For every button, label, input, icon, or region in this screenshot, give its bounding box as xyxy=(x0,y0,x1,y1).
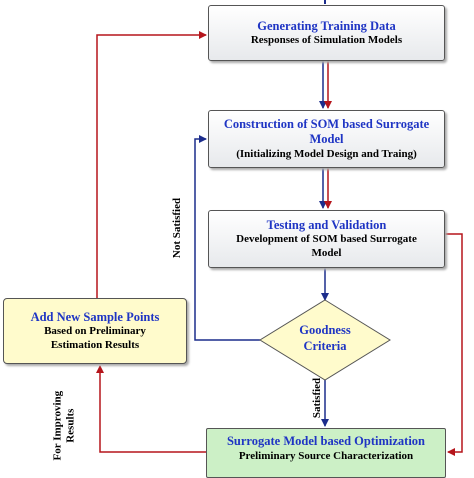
sample-subtitle-line2: Estimation Results xyxy=(50,339,140,352)
decision-line1: Goodness xyxy=(299,323,351,337)
generating-training-data-box: Generating Training Data Responses of Si… xyxy=(208,5,445,61)
construction-title-line1: Construction of SOM based Surrogate xyxy=(223,117,430,132)
improving-line1: For Improving xyxy=(51,390,64,461)
testing-subtitle-line1: Development of SOM based Surrogate xyxy=(236,233,417,246)
sample-title: Add New Sample Points xyxy=(30,309,160,324)
not-satisfied-label: Not Satisfied xyxy=(171,197,183,259)
for-improving-results-label: For Improving Results xyxy=(51,376,76,476)
goodness-criteria-label: Goodness Criteria xyxy=(260,322,390,355)
add-new-sample-points-box: Add New Sample Points Based on Prelimina… xyxy=(3,298,187,364)
construction-title-line2: Model xyxy=(309,132,344,147)
sample-subtitle-line1: Based on Preliminary xyxy=(44,325,146,338)
optimization-subtitle: Preliminary Source Characterization xyxy=(238,449,414,462)
arrow-optimization-to-sample-red xyxy=(96,365,206,453)
decision-diamond xyxy=(259,299,391,381)
arrow-testing-to-optimization-red xyxy=(445,233,463,456)
improving-line2: Results xyxy=(64,408,76,443)
testing-subtitle-line2: Model xyxy=(311,247,342,260)
surrogate-optimization-box: Surrogate Model based Optimization Preli… xyxy=(206,428,446,478)
arrow-not-satisfied-loop xyxy=(194,135,260,341)
optimization-title: Surrogate Model based Optimization xyxy=(226,434,426,448)
training-subtitle: Responses of Simulation Models xyxy=(250,34,403,47)
arrow-sample-to-training-red xyxy=(96,31,207,298)
satisfied-label: Satisfied xyxy=(311,377,323,419)
construction-subtitle: (Initializing Model Design and Traing) xyxy=(236,147,417,160)
testing-title: Testing and Validation xyxy=(266,217,387,232)
construction-som-box: Construction of SOM based Surrogate Mode… xyxy=(208,110,445,168)
testing-validation-box: Testing and Validation Development of SO… xyxy=(208,210,445,268)
training-title: Generating Training Data xyxy=(257,18,396,33)
decision-line2: Criteria xyxy=(303,339,347,354)
